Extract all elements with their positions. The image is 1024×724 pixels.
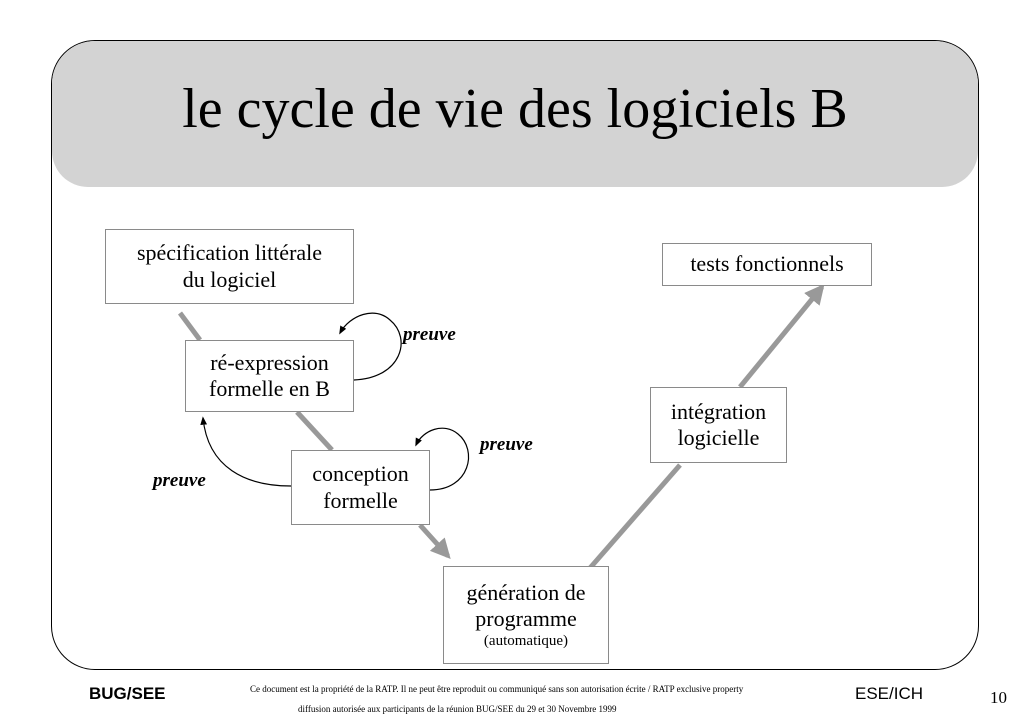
box-integration: intégration logicielle <box>650 387 787 463</box>
box-reexpression-line1: ré-expression <box>210 349 329 375</box>
box-tests-line1: tests fonctionnels <box>690 251 844 277</box>
box-generation: génération de programme (automatique) <box>443 566 609 664</box>
page-number: 10 <box>990 688 1007 707</box>
box-generation-line2: programme <box>475 606 577 631</box>
proof-label-reexpression: preuve <box>403 324 456 345</box>
footer-note-line1: Ce document est la propriété de la RATP.… <box>250 684 744 694</box>
box-specification: spécification littérale du logiciel <box>105 229 354 304</box>
box-specification-line2: du logiciel <box>182 266 277 292</box>
box-integration-line2: logicielle <box>677 425 760 450</box>
footer-left: BUG/SEE <box>89 684 166 703</box>
flow-arrow-spec-to-reexp <box>177 311 203 342</box>
proof-arrow-conception-to-reexpression <box>200 416 292 487</box>
flow-arrow-generation-to-integration <box>588 463 682 570</box>
box-generation-line1: génération de <box>466 579 586 605</box>
proof-label-conception: preuve <box>480 434 533 455</box>
proof-loop-conception <box>415 427 470 491</box>
box-reexpression-line2: formelle en B <box>209 376 330 401</box>
slide-title: le cycle de vie des logiciels B <box>182 78 848 140</box>
box-reexpression: ré-expression formelle en B <box>185 340 354 412</box>
flow-arrow-integration-to-tests <box>738 283 825 389</box>
box-conception-line2: formelle <box>323 487 398 513</box>
flow-arrow-reexp-to-conception <box>295 410 334 452</box>
box-specification-line1: spécification littérale <box>136 240 323 266</box>
box-conception: conception formelle <box>291 450 430 525</box>
box-tests: tests fonctionnels <box>662 243 872 286</box>
title-band <box>52 41 978 187</box>
proof-loop-reexpression <box>339 312 402 381</box>
footer-right: ESE/ICH <box>855 684 924 703</box>
flow-arrow-conception-to-generation <box>418 523 451 559</box>
box-conception-line1: conception <box>312 461 409 487</box>
proof-label-conception-to-reexpression: preuve <box>153 470 206 491</box>
footer-note-line2: diffusion autorisée aux participants de … <box>298 704 617 714</box>
box-generation-line3: (automatique) <box>483 633 569 650</box>
box-integration-line1: intégration <box>670 398 767 424</box>
